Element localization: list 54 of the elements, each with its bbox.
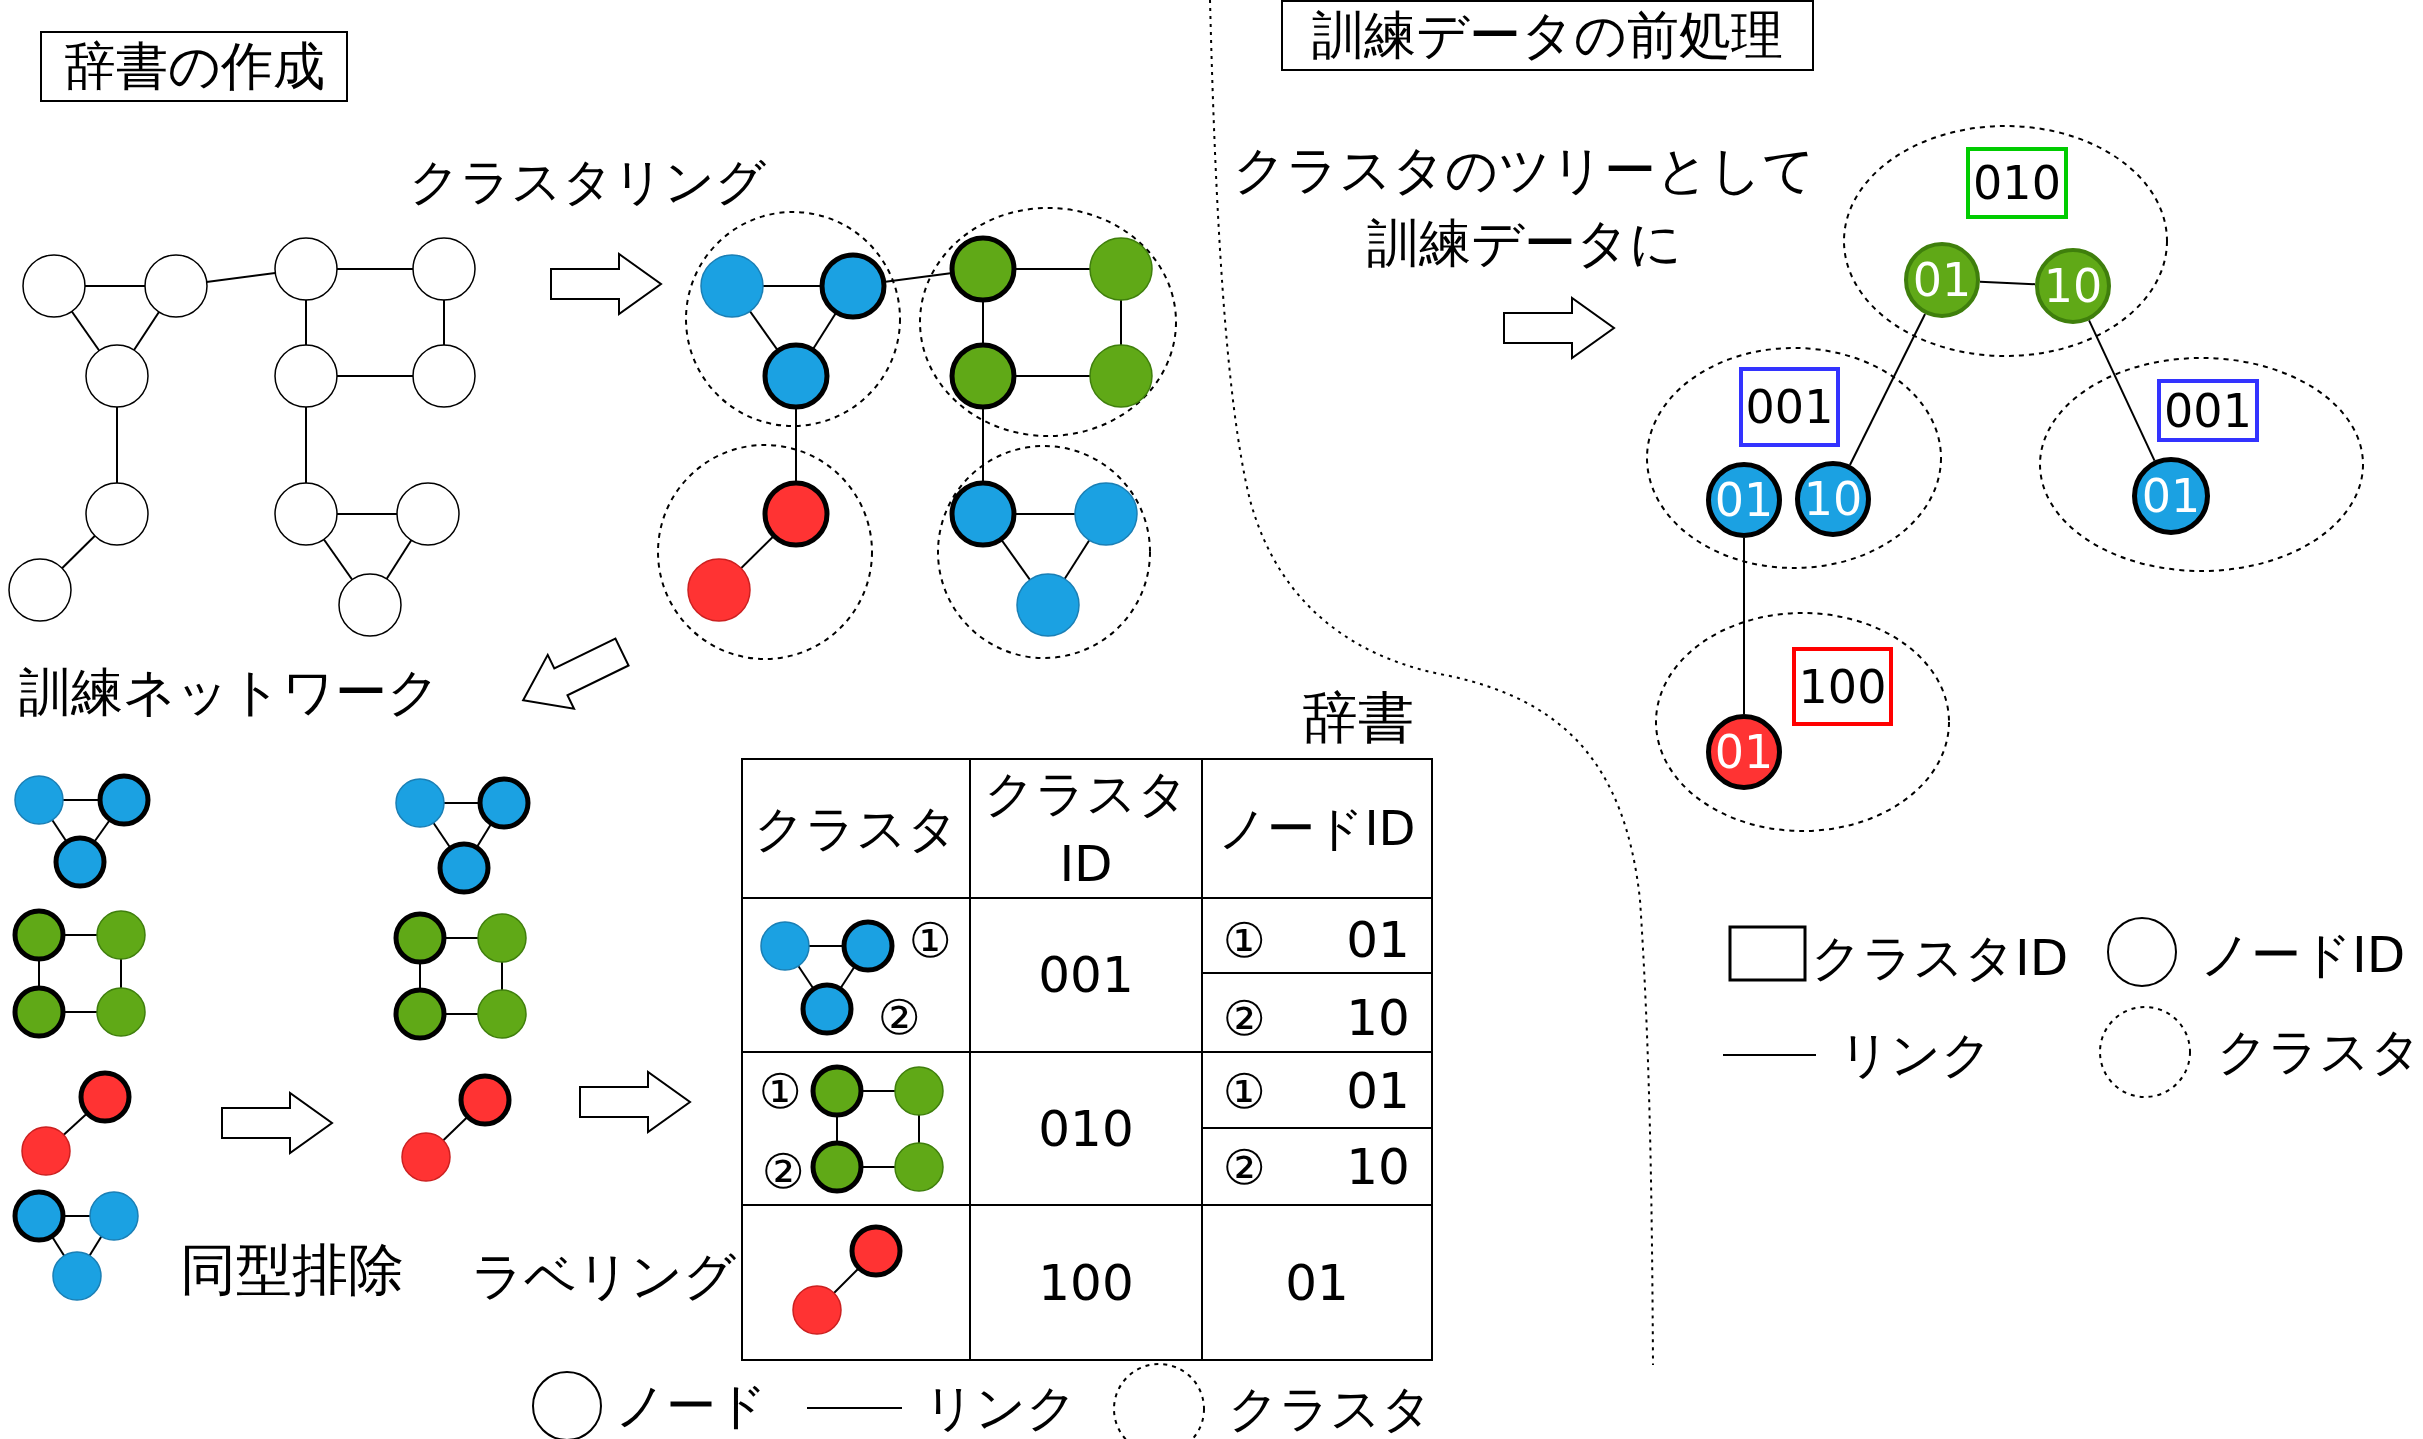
cluster-id: 001: [1745, 384, 1834, 430]
legend-text: ノードID: [2200, 924, 2406, 986]
section-heading: 辞書の作成: [63, 34, 325, 98]
circled-number: ①: [908, 916, 952, 964]
cluster-id: 010: [1973, 160, 2061, 206]
step-label: ラベリング: [470, 1244, 736, 1308]
step-label: クラスタのツリーとして訓練データに: [1232, 139, 1816, 275]
table-text: 010: [1038, 1099, 1134, 1160]
link-line: [1743, 537, 1745, 715]
table-text: 01: [1285, 1253, 1349, 1314]
circled-number: ②: [877, 993, 921, 1041]
table-text: 001: [1038, 945, 1134, 1006]
legend-text: ノード: [615, 1375, 767, 1437]
legend-text: リンク: [924, 1377, 1077, 1439]
link-line: [2088, 319, 2156, 462]
circled-number: ①: [1222, 916, 1266, 964]
cluster-id-box: [1792, 647, 1893, 726]
node-id: 10: [1803, 476, 1863, 522]
cluster-id-box: [1966, 147, 2068, 219]
table-text: 10: [1346, 988, 1410, 1049]
circled-number: ②: [1222, 1143, 1266, 1191]
table-text: 100: [1038, 1253, 1134, 1314]
legend-text: クラスタ: [1228, 1378, 1432, 1439]
table-header: ノードID: [1218, 799, 1416, 859]
node-id: 10: [2043, 263, 2103, 309]
step-label: 訓練ネットワーク: [18, 660, 440, 724]
section-heading: 訓練データの前処理: [1312, 3, 1783, 67]
link-line: [1978, 280, 2037, 286]
table-text: 01: [1346, 1061, 1410, 1122]
step-label: 同型排除: [180, 1235, 404, 1304]
node-id: 01: [1714, 477, 1774, 523]
circled-number: ②: [1222, 994, 1266, 1042]
table-title: 辞書: [1302, 683, 1414, 752]
table-text: 10: [1346, 1137, 1410, 1198]
cluster-id: 001: [2164, 387, 2252, 434]
heading-box: [1281, 0, 1814, 71]
circled-number: ①: [758, 1067, 802, 1115]
heading-box: [40, 31, 348, 102]
link-line: [1848, 313, 1927, 466]
node-id: 01: [2141, 473, 2201, 519]
cluster-id: 100: [1798, 663, 1887, 710]
cluster-id-box: [1739, 367, 1840, 447]
legend-text: クラスタ: [2217, 1021, 2421, 1083]
node-id: 01: [1912, 257, 1972, 303]
node-id: 01: [1714, 729, 1774, 775]
table-header: クラスタ ID: [983, 764, 1189, 895]
circled-number: ②: [761, 1147, 805, 1195]
step-label: クラスタリング: [408, 152, 766, 213]
legend-text: クラスタID: [1811, 927, 2069, 989]
cluster-id-box: [2157, 379, 2259, 442]
table-header: クラスタ: [754, 799, 958, 860]
circled-number: ①: [1222, 1067, 1266, 1115]
table-text: 01: [1346, 910, 1410, 971]
legend-text: リンク: [1839, 1024, 1992, 1086]
